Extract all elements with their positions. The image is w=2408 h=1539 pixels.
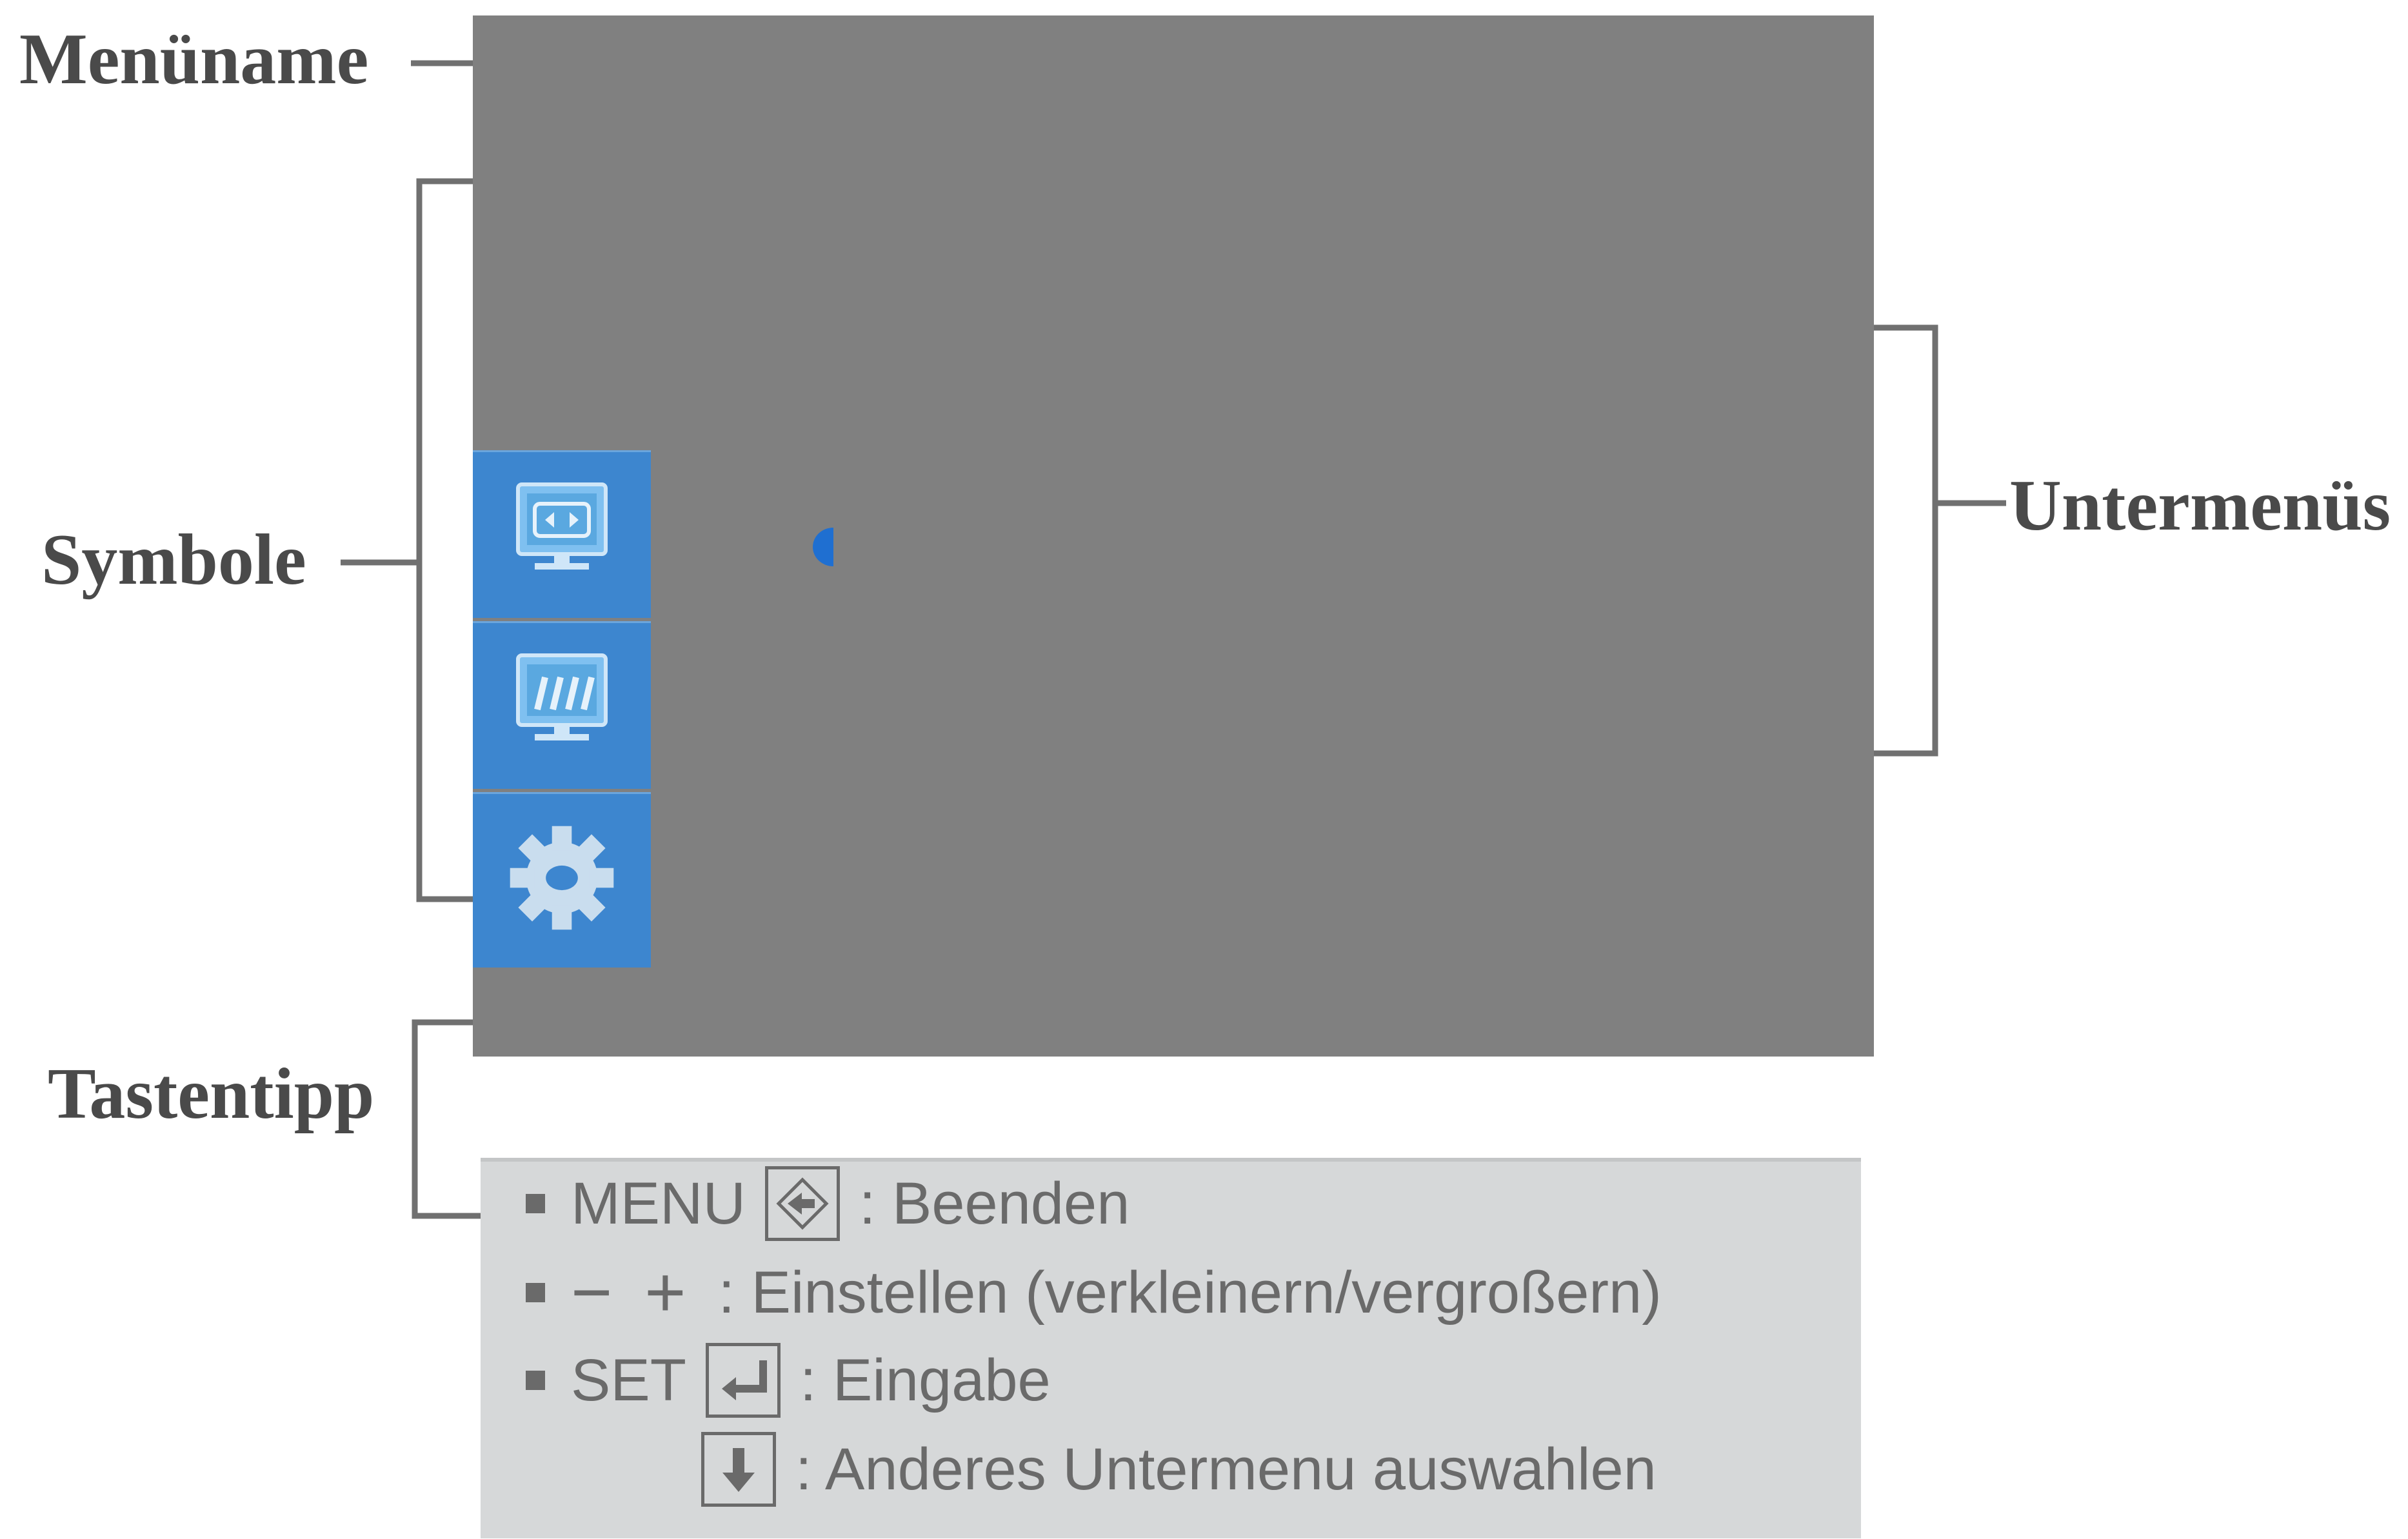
hint-text-exit: : Beenden xyxy=(859,1171,1130,1236)
color-adjust-icon xyxy=(516,653,608,740)
selection-indicator-dot xyxy=(813,528,833,566)
hint-row-menu: MENU : Beenden xyxy=(526,1165,1129,1242)
icon-tile-color[interactable] xyxy=(473,621,651,789)
down-arrow-icon xyxy=(701,1432,776,1507)
exit-icon xyxy=(764,1166,840,1241)
set-key-label: SET xyxy=(571,1347,686,1413)
label-menu-name: Menüname xyxy=(19,19,369,99)
icon-tile-settings[interactable] xyxy=(473,792,651,968)
bullet-icon xyxy=(526,1371,545,1390)
minus-icon: − xyxy=(571,1253,613,1332)
hint-row-adjust: − + : Einstellen (verkleinern/vergroßern… xyxy=(526,1254,1662,1331)
bullet-icon xyxy=(526,1194,545,1213)
hint-row-set: SET : Eingabe xyxy=(526,1342,1051,1419)
settings-gear-icon xyxy=(510,826,614,930)
label-submenus: Untermenüs xyxy=(2009,466,2391,546)
label-key-tip: Tastentipp xyxy=(48,1054,375,1134)
hint-row-select: : Anderes Untermenu auswahlen xyxy=(701,1431,1657,1508)
hint-text-select: : Anderes Untermenu auswahlen xyxy=(795,1436,1657,1502)
hint-text-adjust: : Einstellen (verkleinern/vergroßern) xyxy=(718,1260,1662,1326)
enter-icon xyxy=(705,1343,781,1418)
bullet-icon xyxy=(526,1283,545,1302)
label-symbols: Symbole xyxy=(41,520,306,600)
hint-text-enter: : Eingabe xyxy=(799,1347,1051,1413)
picture-adjust-icon xyxy=(516,482,608,570)
plus-icon: + xyxy=(644,1253,686,1332)
menu-key-label: MENU xyxy=(571,1171,746,1236)
key-tip-panel xyxy=(481,1158,1861,1538)
icon-tile-picture[interactable] xyxy=(473,450,651,618)
osd-screen xyxy=(473,15,1874,1057)
